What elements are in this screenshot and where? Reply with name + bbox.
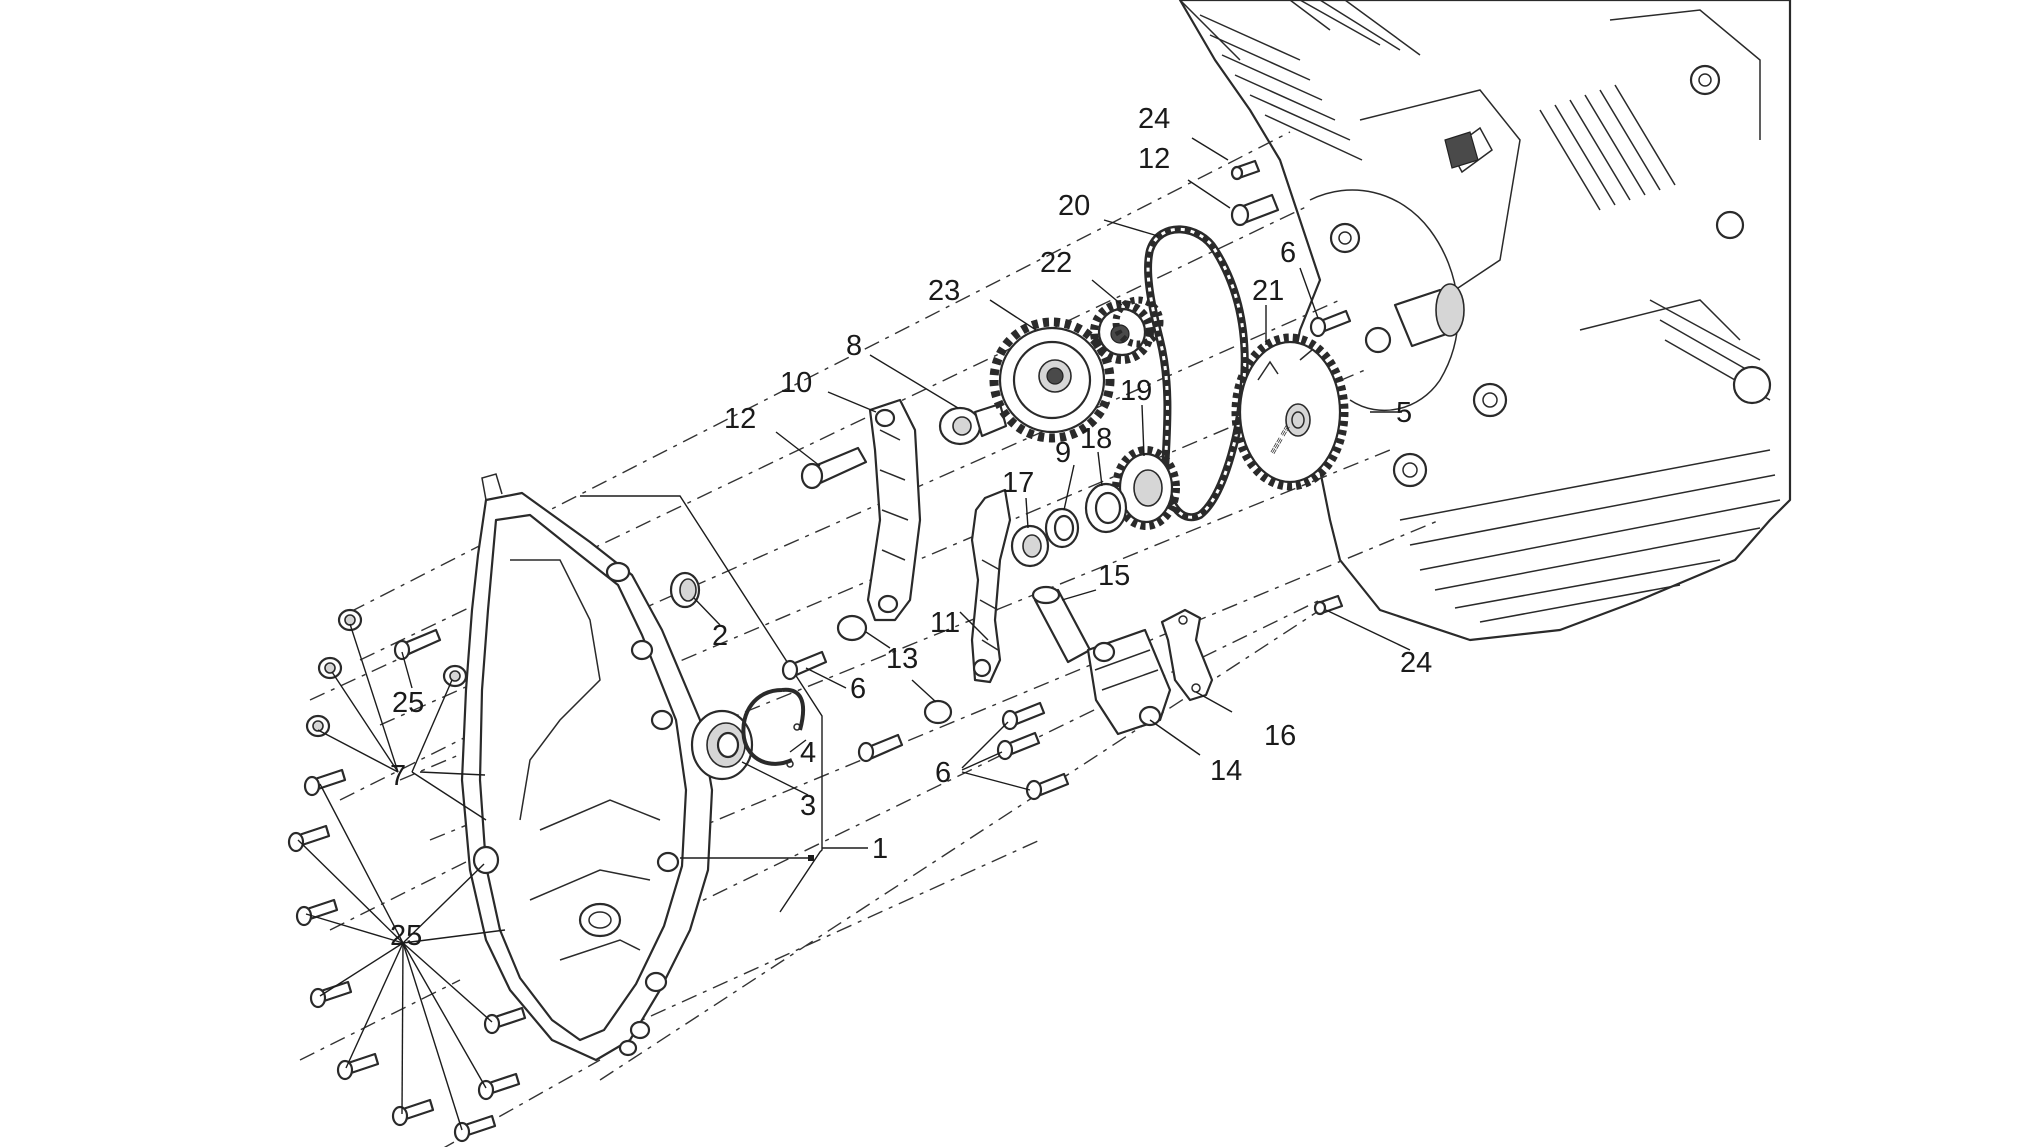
bolt	[391, 1098, 435, 1127]
timing-cover	[460, 473, 714, 1062]
callout-12: 12	[1138, 143, 1170, 175]
callout-25: 25	[392, 687, 424, 719]
flange-nut	[305, 714, 331, 738]
part-1-bracket	[580, 495, 868, 913]
callout-14: 14	[1210, 755, 1242, 787]
pin-12-upper	[1230, 193, 1280, 227]
flange-nut	[442, 664, 468, 688]
callout-18: 18	[1080, 423, 1112, 455]
callout-6: 6	[935, 757, 951, 789]
bolt	[393, 628, 442, 661]
tensioner-body-14	[1086, 628, 1172, 736]
callout-11: 11	[930, 607, 960, 639]
callout-13: 13	[886, 643, 918, 675]
oil-seal-large	[690, 709, 754, 781]
bolt	[336, 1052, 380, 1081]
callout-24: 24	[1400, 647, 1432, 679]
callout-17: 17	[1002, 467, 1034, 499]
bolt	[295, 898, 339, 927]
callout-6: 6	[850, 673, 866, 705]
callout-1: 1	[872, 833, 888, 865]
chain-guide	[970, 488, 1012, 684]
callout-10: 10	[780, 367, 812, 399]
oil-seal-small	[669, 571, 701, 609]
gasket-plate-16	[1160, 608, 1214, 702]
gear-19	[1112, 446, 1180, 530]
dowel-24-upper	[1230, 159, 1261, 181]
crank-sprocket-21: ≡≡≡ ≡≡	[1231, 333, 1349, 491]
flange-nut	[317, 656, 343, 680]
cover-bolts	[287, 608, 527, 1143]
dowel-24-lower	[1313, 594, 1344, 616]
callout-labels: 24 12 20 22 6 23 21 8 10 12 19 5 9 18 17…	[390, 103, 1432, 952]
callout-7: 7	[390, 760, 406, 792]
timing-chain	[1144, 225, 1249, 522]
washer-9	[1044, 507, 1080, 549]
circlip	[741, 687, 806, 768]
bolt	[303, 768, 347, 797]
callout-16: 16	[1264, 720, 1296, 752]
bushing-17	[1010, 524, 1050, 568]
callout-6: 6	[1280, 237, 1296, 269]
callout-24: 24	[1138, 103, 1170, 135]
leader-lines	[297, 137, 1411, 1131]
spacer-13	[836, 614, 953, 725]
gear-22	[1090, 296, 1164, 364]
callout-12: 12	[724, 403, 756, 435]
crankcase-details	[1179, 0, 1772, 488]
guide-pin-12-left	[800, 446, 868, 490]
callout-5: 5	[1396, 397, 1412, 429]
bolt-6-center	[781, 309, 1352, 801]
callout-19: 19	[1120, 375, 1152, 407]
callout-20: 20	[1058, 190, 1090, 222]
bolt	[483, 1006, 527, 1035]
cylinder-fins-upper	[1199, 0, 1421, 161]
bolt	[309, 980, 353, 1009]
tensioner-plunger-15	[1031, 585, 1092, 664]
engine-block	[1178, 0, 1792, 642]
callout-15: 15	[1098, 560, 1130, 592]
callout-9: 9	[1055, 437, 1071, 469]
gear-23	[989, 317, 1115, 443]
idler-8	[938, 402, 1008, 446]
washer-18	[1084, 482, 1128, 534]
callout-22: 22	[1040, 247, 1072, 279]
callout-21: 21	[1252, 275, 1284, 307]
callout-23: 23	[928, 275, 960, 307]
flange-nut	[337, 608, 363, 632]
callout-2: 2	[712, 620, 728, 652]
bolt	[477, 1072, 521, 1101]
callout-25: 25	[390, 920, 422, 952]
callout-4: 4	[800, 737, 816, 769]
callout-3: 3	[800, 790, 816, 822]
chain-tensioner-slide	[866, 398, 922, 622]
sump-fins	[1399, 449, 1781, 623]
bolt	[287, 824, 331, 853]
bolt	[453, 1114, 497, 1143]
callout-8: 8	[846, 330, 862, 362]
